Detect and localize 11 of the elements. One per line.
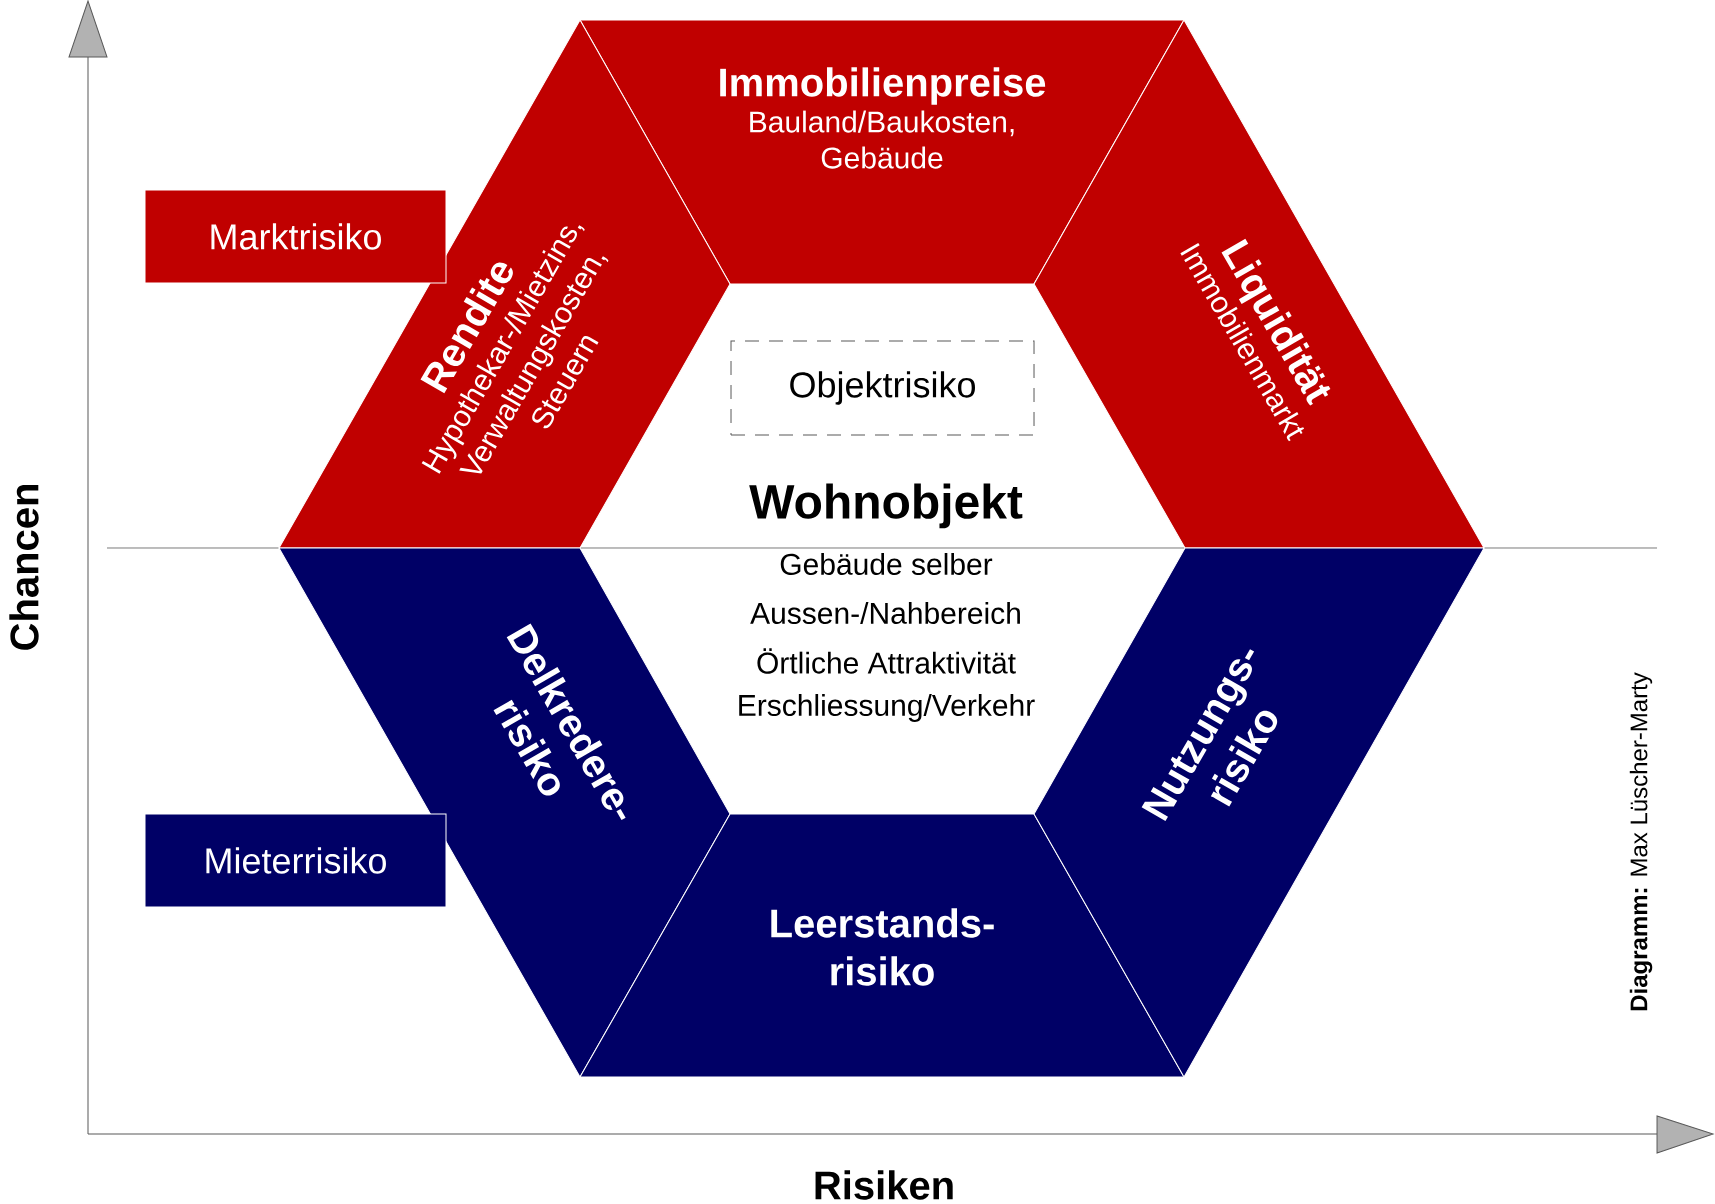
heading: Wohnobjekt <box>749 483 1023 529</box>
risk-box: Mieterrisiko <box>144 813 447 908</box>
text-line: Aussen-/Nahbereich <box>750 602 1020 624</box>
credit-text: Diagramm: Max Lüscher-Marty <box>1629 672 1653 1011</box>
text-line: Erschliessung/Verkehr <box>739 694 1035 722</box>
text-line: Örtliche Attraktivität <box>757 648 1016 674</box>
risk-box: Marktrisiko <box>144 189 447 284</box>
axis-label: Chancen <box>9 485 39 650</box>
dashed-box: Objektrisiko <box>730 340 1035 436</box>
axis-label: Risiken <box>815 1170 953 1200</box>
text-line: Gebäude selber <box>780 553 993 575</box>
